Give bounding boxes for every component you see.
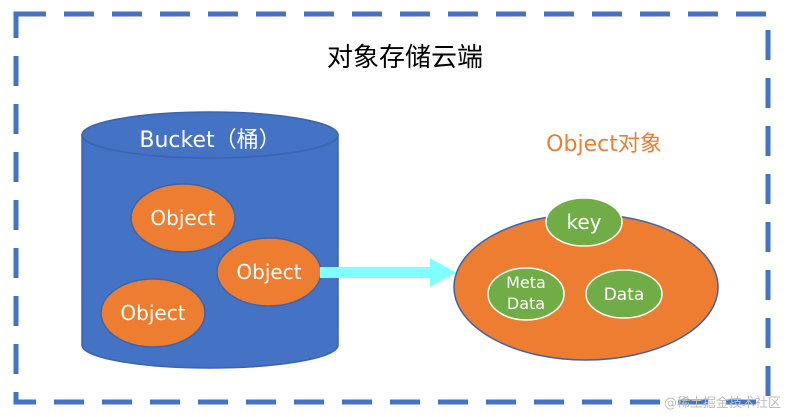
metadata-label-line1: Meta	[506, 273, 546, 292]
watermark: @稀土掘金技术社区	[663, 396, 781, 411]
key-node: key	[545, 197, 623, 247]
cloud-frame	[13, 11, 771, 405]
data-label: Data	[604, 285, 645, 305]
bucket-label: Bucket（桶）	[139, 128, 280, 153]
metadata-node: Meta Data	[487, 267, 565, 321]
bucket-object-1: Object	[130, 183, 236, 253]
key-label: key	[566, 210, 601, 234]
bucket-object-2-label: Object	[236, 260, 301, 284]
bucket-object-3: Object	[100, 278, 206, 348]
bucket-object-1-label: Object	[150, 206, 215, 230]
metadata-label-line2: Data	[507, 294, 545, 313]
diagram-title: 对象存储云端	[327, 43, 483, 73]
arrow-icon	[320, 258, 456, 287]
bucket-object-3-label: Object	[120, 301, 185, 325]
object-detail-title: Object对象	[546, 132, 662, 157]
data-node: Data	[585, 269, 663, 319]
bucket-object-2: Object	[216, 237, 322, 307]
